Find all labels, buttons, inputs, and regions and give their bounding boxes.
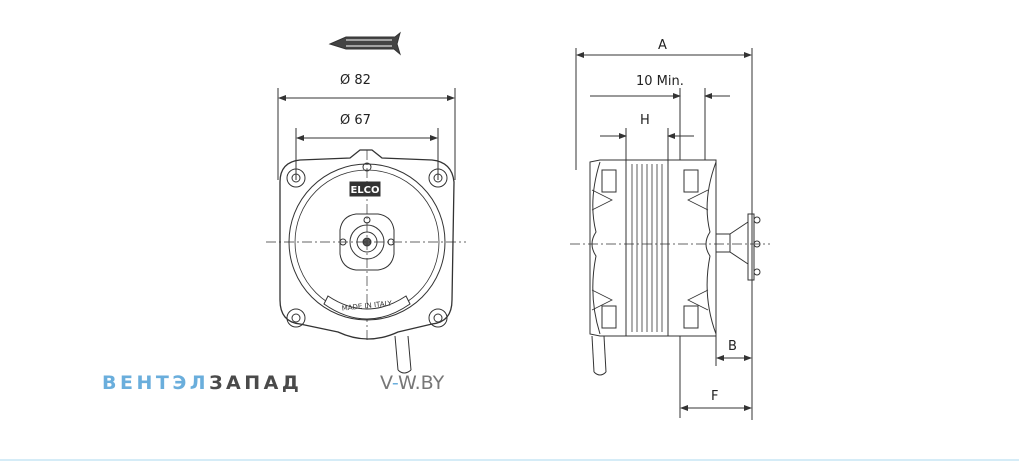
- side-power-cable: [591, 335, 607, 376]
- site-dash: -: [391, 372, 398, 394]
- footer-divider: [0, 459, 1019, 461]
- watermark-brand: ВЕНТЭЛЗАПАД: [102, 372, 302, 394]
- shaft-and-hub: [715, 213, 761, 281]
- motor-side-housing: [589, 159, 717, 337]
- dim-b-label: B: [728, 339, 737, 354]
- brand-part-2: ЗАПАД: [209, 372, 303, 394]
- dim-f-label: F: [711, 389, 718, 404]
- dimension-b: [715, 336, 752, 366]
- front-view: Ø 82 Ø 67: [266, 31, 466, 374]
- dimension-10-min: [590, 88, 730, 160]
- power-cable: [394, 335, 412, 374]
- elco-logo: ELCO: [349, 181, 381, 197]
- dim-inner-diameter-label: Ø 67: [340, 113, 371, 128]
- dim-a-label: A: [658, 38, 667, 53]
- dim-h-label: H: [640, 113, 650, 128]
- side-view: A 10 Min. H: [570, 38, 770, 420]
- watermark-site: V-W.BY: [380, 372, 444, 394]
- dimension-inner-diameter: [295, 128, 439, 180]
- site-rest: W.BY: [397, 372, 445, 394]
- dim-outer-diameter-label: Ø 82: [340, 73, 371, 88]
- made-in-italy-stamp: MADE IN ITALY: [323, 295, 411, 320]
- logo-text: ELCO: [350, 185, 379, 196]
- motor-front-housing: [279, 149, 455, 340]
- dim-10-min-label: 10 Min.: [636, 74, 684, 89]
- site-prefix: V: [380, 372, 392, 394]
- dimension-a: [575, 48, 753, 420]
- dimension-outer-diameter: [277, 88, 456, 180]
- dimension-f: [679, 336, 752, 418]
- brand-part-1: ВЕНТЭЛ: [102, 372, 210, 394]
- rotation-arrow-icon: [328, 31, 401, 56]
- dimension-h: [600, 128, 694, 160]
